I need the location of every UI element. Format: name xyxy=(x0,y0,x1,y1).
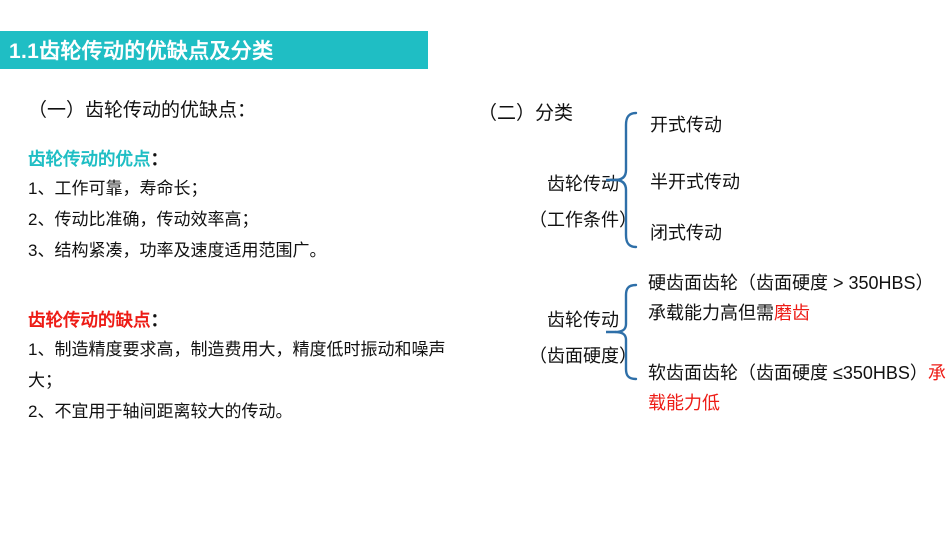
brace-working-condition xyxy=(606,110,640,250)
branch-text: 闭式传动 xyxy=(650,223,722,243)
branch-item: 半开式传动 xyxy=(650,167,740,197)
classification-section-lead: （二）分类 xyxy=(478,103,574,124)
left-column: （一）齿轮传动的优缺点： 齿轮传动的优点： 1、工作可靠，寿命长； 2、传动比准… xyxy=(28,96,448,427)
right-column: （二）分类 齿轮传动 （工作条件） 开式传动 半开式传动 闭式传动 xyxy=(478,94,948,424)
title-banner: 1.1齿轮传动的优缺点及分类 xyxy=(0,31,428,69)
cons-heading: 齿轮传动的缺点： xyxy=(28,306,448,334)
pros-heading: 齿轮传动的优点： xyxy=(28,145,448,173)
group-label-line-2: （齿面硬度） xyxy=(529,346,637,366)
cons-heading-colon: ： xyxy=(150,310,169,330)
cons-item: 2、不宜用于轴间距离较大的传动。 xyxy=(28,402,293,421)
branch-item: 硬齿面齿轮（齿面硬度 > 350HBS）承载能力高但需磨齿 xyxy=(648,268,948,328)
group-label-tooth-hardness: 齿轮传动 （齿面硬度） xyxy=(508,302,658,374)
pros-item: 1、工作可靠，寿命长； xyxy=(28,179,208,198)
page-title: 1.1齿轮传动的优缺点及分类 xyxy=(9,40,274,63)
branch-text-emphasis: 承载能力低 xyxy=(648,363,946,413)
branch-item: 开式传动 xyxy=(650,110,722,140)
pros-item: 3、结构紧凑，功率及速度适用范围广。 xyxy=(28,241,327,260)
branch-text: 软齿面齿轮（齿面硬度 ≤350HBS） xyxy=(648,363,928,383)
pros-cons-section-lead: （一）齿轮传动的优缺点： xyxy=(28,100,257,121)
branch-text: 半开式传动 xyxy=(650,172,740,192)
branch-item: 闭式传动 xyxy=(650,218,722,248)
brace-tooth-hardness xyxy=(606,282,640,382)
group-label-line-1: 齿轮传动 xyxy=(547,310,619,330)
pros-heading-label: 齿轮传动的优点 xyxy=(28,149,151,169)
group-label-line-1: 齿轮传动 xyxy=(547,174,619,194)
pros-item: 2、传动比准确，传动效率高； xyxy=(28,210,259,229)
cons-item: 1、制造精度要求高，制造费用大，精度低时振动和噪声大； xyxy=(28,340,446,390)
group-label-line-2: （工作条件） xyxy=(529,210,637,230)
branch-text: 开式传动 xyxy=(650,115,722,135)
branch-item: 软齿面齿轮（齿面硬度 ≤350HBS）承载能力低 xyxy=(648,358,948,418)
branch-text-emphasis: 磨齿 xyxy=(774,303,810,323)
pros-heading-colon: ： xyxy=(150,149,169,169)
section-spacer xyxy=(28,266,448,287)
branch-text: 硬齿面齿轮（齿面硬度 > 350HBS）承载能力高但需 xyxy=(648,273,934,323)
cons-heading-label: 齿轮传动的缺点 xyxy=(28,310,151,330)
group-label-working-condition: 齿轮传动 （工作条件） xyxy=(508,166,658,238)
